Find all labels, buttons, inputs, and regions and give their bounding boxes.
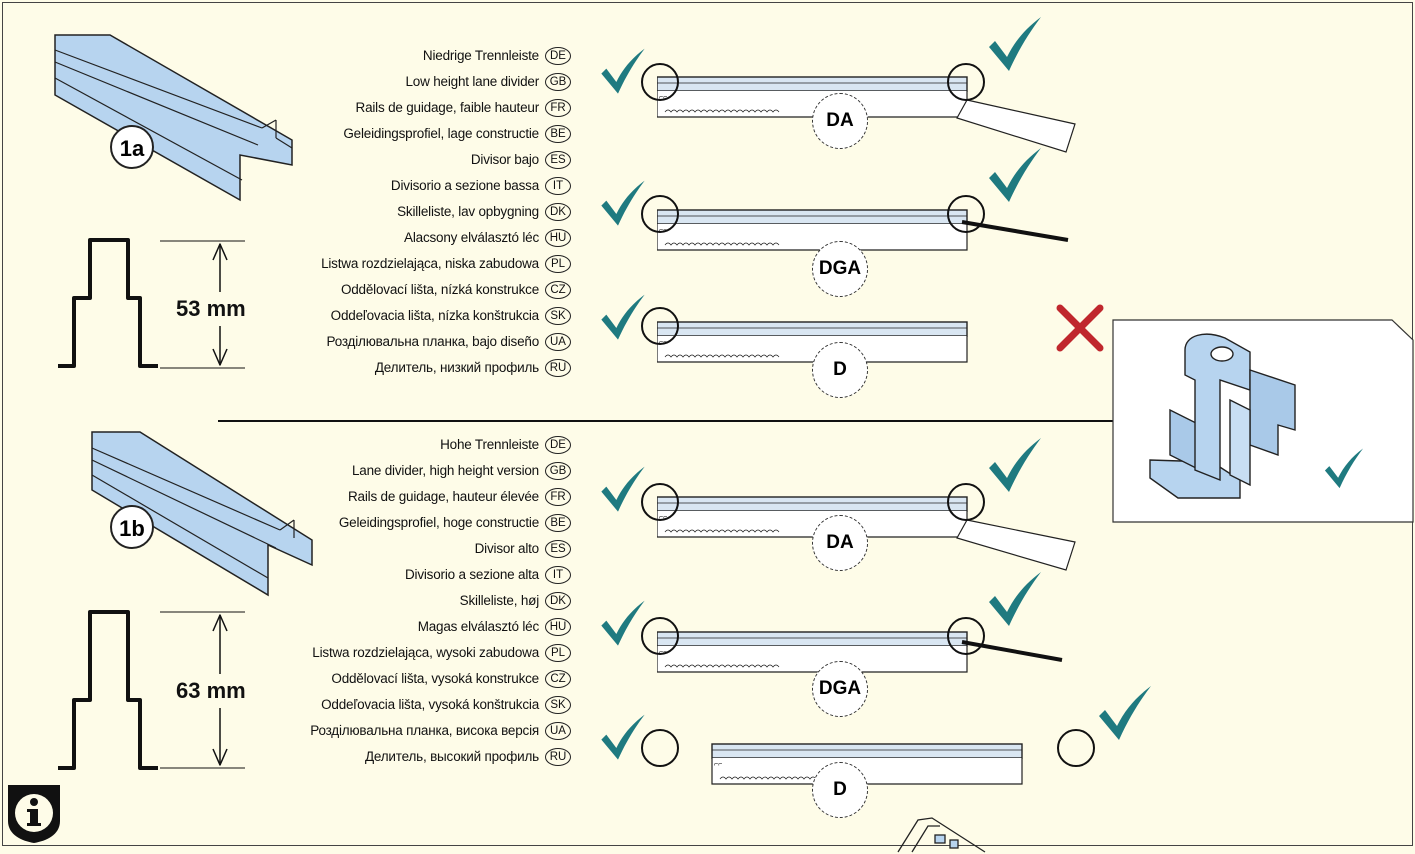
variant-badge-da-low: DA [812,93,868,149]
dimension-label-53mm: 53 mm [170,292,252,326]
country-code-sk: SK [545,307,571,325]
dimension-label-63mm: 63 mm [170,674,252,708]
profile-illustration-1b [91,431,313,597]
variant-badge-da-high: DA [812,515,868,571]
label-ru: Делитель, низкий профиль [374,360,539,375]
label-cz: Oddělovací lišta, vysoká konstrukce [331,671,539,686]
country-code-fr: FR [545,99,571,117]
label-hu: Magas elválasztó léc [417,619,540,634]
cross-section-53mm [58,238,245,369]
country-code-dk: DK [545,203,571,221]
label-sk: Oddeľovacia lišta, nízka konštrukcia [330,308,540,323]
country-code-cz: CZ [545,670,571,688]
rail-dga-low [601,148,1069,251]
section-badge-1a: 1a [110,125,154,169]
country-code-de: DE [545,436,571,454]
label-dk: Skilleliste, høj [459,593,540,608]
country-code-it: IT [545,566,571,584]
country-code-pl: PL [545,644,571,662]
label-pl: Listwa rozdzielająca, wysoki zabudowa [312,645,539,660]
label-gb: Low height lane divider [405,74,540,89]
label-be: Geleidingsprofiel, lage constructie [343,126,539,141]
label-ua: Розділювальна планка, висока версія [310,723,539,738]
label-es: Divisor alto [474,541,540,556]
label-cz: Oddělovací lišta, nízká konstrukce [340,282,539,297]
label-de: Niedrige Trennleiste [422,48,539,63]
country-code-ru: RU [545,359,571,377]
label-hu: Alacsony elválasztó léc [404,230,539,245]
country-code-gb: GB [545,73,571,91]
country-code-ru: RU [545,748,571,766]
country-code-de: DE [545,47,571,65]
section-badge-1b: 1b [110,505,154,549]
label-sk: Oddeľovacia lišta, vysoká konštrukcia [321,697,539,712]
label-de: Hohe Trennleiste [440,437,539,452]
rail-dga-high [601,572,1063,673]
country-code-es: ES [545,540,571,558]
label-ua: Розділювальна планка, bajo diseño [326,334,539,349]
clip-part-illustration [1149,333,1296,499]
country-code-hu: HU [545,618,571,636]
variant-badge-d-high: D [812,762,868,818]
country-code-ua: UA [545,722,571,740]
label-be: Geleidingsprofiel, hoge constructie [338,515,539,530]
variant-badge-dga-high: DGA [812,661,868,717]
variant-badge-d-low: D [812,342,868,398]
country-code-gb: GB [545,462,571,480]
country-code-it: IT [545,177,571,195]
info-icon [6,783,62,845]
country-code-hu: HU [545,229,571,247]
country-code-be: BE [545,125,571,143]
label-fr: Rails de guidage, faible hauteur [355,100,540,115]
label-ru: Делитель, высокий профиль [364,749,539,764]
rail-da-high [601,438,1076,571]
cross-section-63mm [58,610,245,770]
rail-da-low [601,17,1076,153]
country-code-be: BE [545,514,571,532]
country-code-cz: CZ [545,281,571,299]
label-pl: Listwa rozdzielająca, niska zabudowa [321,256,539,271]
country-code-sk: SK [545,696,571,714]
label-it: Divisorio a sezione alta [404,567,539,582]
label-fr: Rails de guidage, hauteur élevée [348,489,539,504]
rail-d-low [601,294,1104,363]
variant-badge-dga-low: DGA [812,241,868,297]
country-code-es: ES [545,151,571,169]
rail-d-high [601,686,1151,785]
country-code-pl: PL [545,255,571,273]
label-dk: Skilleliste, lav opbygning [397,204,539,219]
country-code-dk: DK [545,592,571,610]
label-es: Divisor bajo [470,152,539,167]
not-allowed-cross-icon [1056,304,1104,352]
clip-detail-panel [1112,319,1414,523]
label-gb: Lane divider, high height version [351,463,539,478]
profile-illustration-1a [54,34,293,202]
label-it: Divisorio a sezione bassa [390,178,539,193]
country-code-ua: UA [545,333,571,351]
bottom-partial-illustration [897,817,986,853]
country-code-fr: FR [545,488,571,506]
